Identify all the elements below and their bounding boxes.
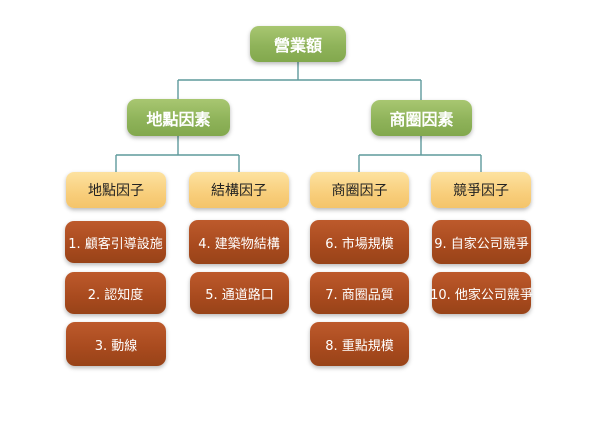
subgroup-node-location-factor: 地點因子 — [66, 172, 166, 208]
item-node-other-company-competition: 10. 他家公司競爭 — [430, 272, 533, 314]
item-node-access-intersection: 5. 通道路口 — [190, 272, 289, 314]
item-node-key-scale: 8. 重點規模 — [310, 322, 409, 366]
item-node-building-structure: 4. 建築物結構 — [189, 220, 289, 264]
connector-root-to-groups — [177, 62, 422, 100]
group-node-location-factors: 地點因素 — [127, 99, 230, 136]
connector-location-to-subgroups — [115, 136, 240, 172]
root-node-revenue: 營業額 — [250, 26, 346, 62]
item-node-customer-guidance: 1. 顧客引導設施 — [65, 221, 166, 263]
group-node-trade-area-factors: 商圈因素 — [371, 100, 472, 136]
subgroup-node-structure-factor: 結構因子 — [189, 172, 289, 208]
subgroup-node-trade-area-factor: 商圈因子 — [310, 172, 409, 208]
connector-trade-to-subgroups — [358, 136, 482, 172]
item-node-traffic-flow: 3. 動線 — [66, 322, 166, 366]
item-node-trade-area-quality: 7. 商圈品質 — [310, 272, 409, 314]
subgroup-node-competition-factor: 競爭因子 — [431, 172, 531, 208]
item-node-market-size: 6. 市場規模 — [310, 220, 409, 264]
item-node-awareness: 2. 認知度 — [65, 272, 166, 314]
item-node-own-company-competition: 9. 自家公司競爭 — [432, 220, 531, 264]
